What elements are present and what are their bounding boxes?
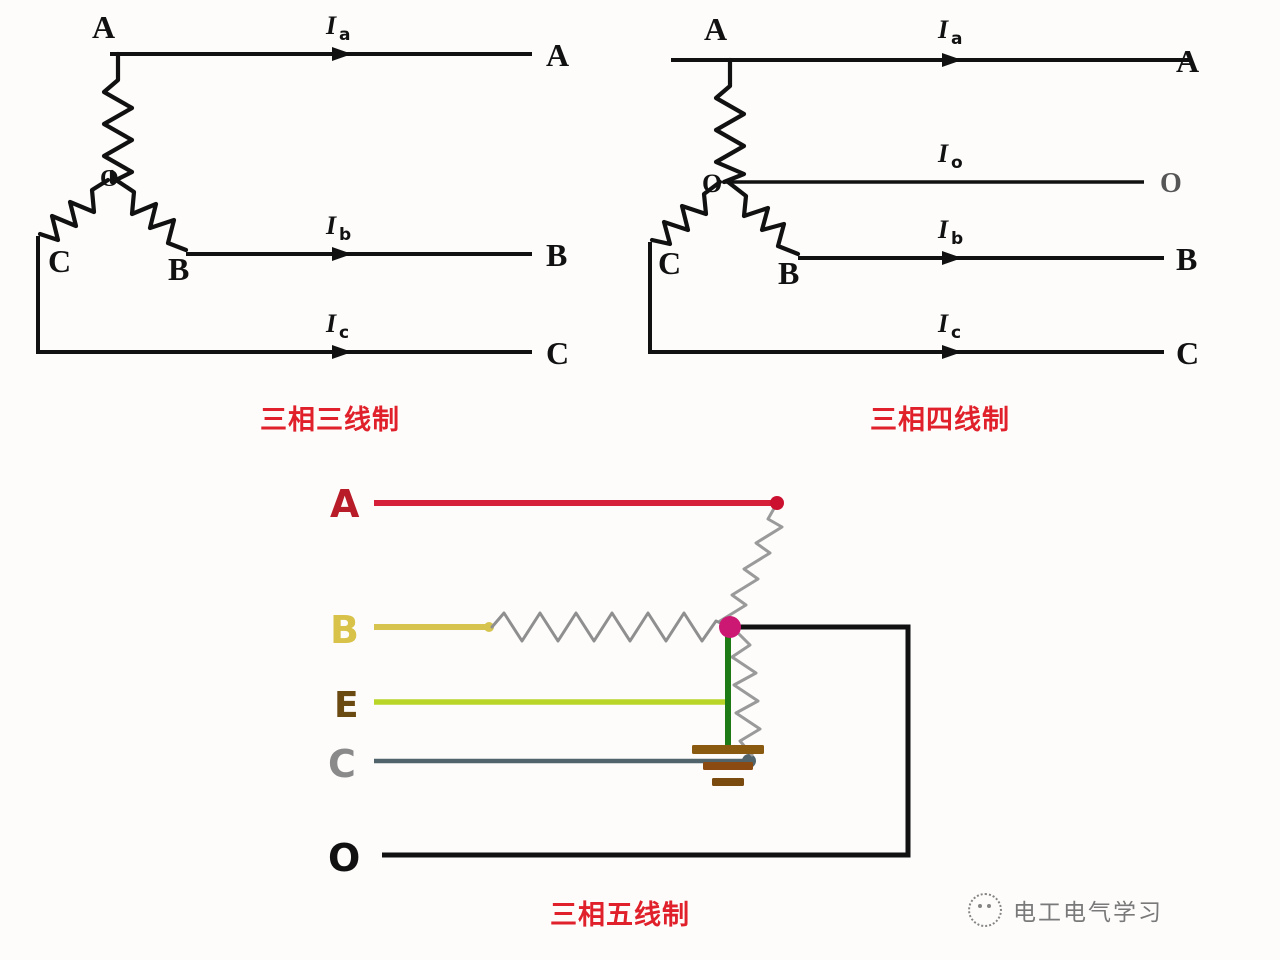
- conductor-label-e: E: [334, 685, 359, 726]
- source-terminal-b-label: B: [168, 251, 189, 287]
- winding-phase-a: [101, 51, 135, 185]
- winding-phase-c: [37, 177, 111, 243]
- current-subscript-ic: c: [951, 323, 961, 343]
- winding-b-to-node: [490, 611, 732, 643]
- winding-phase-b: [725, 179, 801, 257]
- current-symbol-ia: I: [937, 15, 949, 44]
- current-subscript-ia: a: [339, 25, 350, 45]
- line-label-o: O: [1160, 168, 1182, 199]
- line-conductor-a: [110, 47, 532, 61]
- current-subscript-ib: b: [951, 229, 963, 249]
- current-symbol-ia: I: [325, 11, 337, 40]
- winding-c-to-node: [730, 629, 762, 757]
- neutral-junction-node: [719, 616, 741, 638]
- current-subscript-ib: b: [339, 225, 351, 245]
- current-symbol-ic: I: [937, 309, 949, 338]
- watermark-logo-icon: [968, 893, 1002, 927]
- line-label-b: B: [1176, 241, 1197, 277]
- conductor-c-phase: [374, 754, 756, 768]
- neutral-point-label: O: [100, 166, 119, 192]
- current-label-ib: I b: [937, 215, 963, 249]
- line-conductor-b: [186, 247, 532, 261]
- line-conductor-a: [671, 53, 1190, 67]
- current-symbol-ib: I: [937, 215, 949, 244]
- current-subscript-io: o: [951, 153, 963, 173]
- line-label-c: C: [1176, 335, 1199, 371]
- conductor-label-a: A: [330, 482, 360, 526]
- line-label-a: A: [546, 37, 569, 73]
- caption-three-phase-five-wire: 三相五线制: [550, 900, 690, 931]
- watermark: 电工电气学习: [968, 893, 1163, 927]
- diagram-three-phase-three-wire: A O C B A B C I a I b I c: [0, 0, 620, 440]
- current-symbol-ib: I: [325, 211, 337, 240]
- conductor-o-neutral: [382, 624, 911, 858]
- current-label-io: I o: [937, 139, 963, 173]
- current-label-ic: I c: [937, 309, 961, 343]
- diagram-three-phase-four-wire: A O C B A O B C I a I o I b I: [620, 0, 1280, 440]
- conductor-b-phase: [374, 622, 494, 632]
- line-label-c: C: [546, 335, 569, 371]
- source-terminal-c-label: C: [48, 243, 71, 279]
- line-label-a: A: [1176, 43, 1199, 79]
- winding-a-to-node: [718, 503, 784, 629]
- source-terminal-a-label: A: [92, 9, 115, 45]
- conductor-label-b: B: [330, 608, 359, 652]
- winding-phase-b: [113, 177, 189, 253]
- b-winding-terminal-dot: [484, 622, 494, 632]
- line-conductor-b: [798, 251, 1164, 265]
- watermark-text: 电工电气学习: [1013, 900, 1163, 926]
- current-label-ia: I a: [325, 11, 350, 45]
- current-symbol-io: I: [937, 139, 949, 168]
- diagram-three-phase-five-wire: A B E C O: [300, 455, 980, 935]
- winding-phase-c: [649, 179, 723, 247]
- source-terminal-a-label: A: [704, 11, 727, 47]
- caption-three-phase-four-wire: 三相四线制: [870, 405, 1010, 436]
- a-winding-terminal-dot: [770, 496, 784, 510]
- current-subscript-ic: c: [339, 323, 349, 343]
- line-conductor-c: [648, 242, 1164, 359]
- conductor-label-c: C: [328, 742, 356, 786]
- current-label-ib: I b: [325, 211, 351, 245]
- caption-three-phase-three-wire: 三相三线制: [260, 405, 400, 436]
- line-conductor-c: [36, 236, 532, 359]
- current-subscript-ia: a: [951, 29, 962, 49]
- conductor-label-o: O: [328, 836, 360, 880]
- source-terminal-c-label: C: [658, 245, 681, 281]
- ground-symbol: [692, 745, 764, 786]
- winding-phase-a: [713, 57, 747, 185]
- current-label-ia: I a: [937, 15, 962, 49]
- source-terminal-b-label: B: [778, 255, 799, 291]
- current-symbol-ic: I: [325, 309, 337, 338]
- line-label-b: B: [546, 237, 567, 273]
- current-label-ic: I c: [325, 309, 349, 343]
- neutral-point-label: O: [702, 169, 722, 198]
